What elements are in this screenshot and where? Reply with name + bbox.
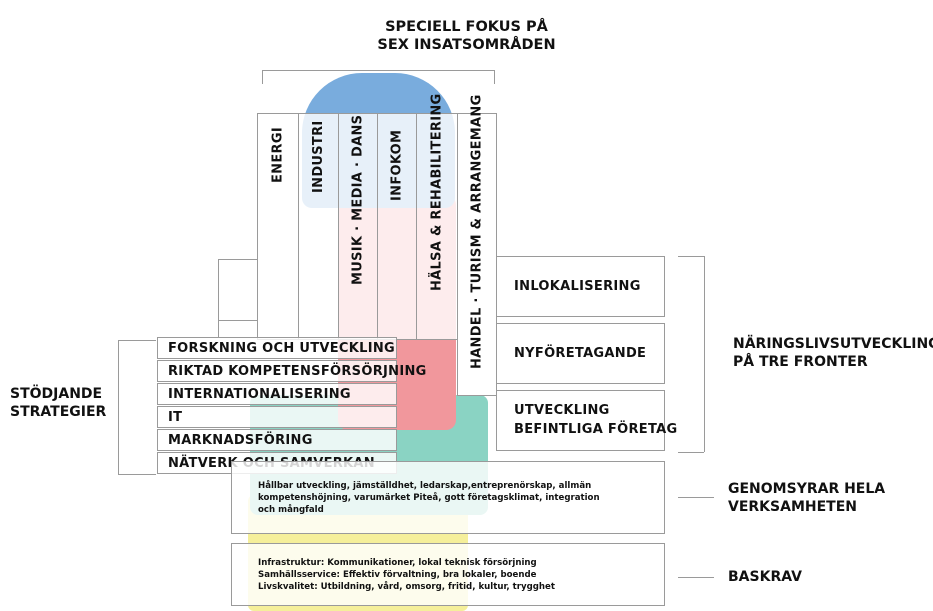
strategies-bracket-bottom — [118, 474, 156, 475]
front-label: BEFINTLIGA FÖRETAG — [514, 422, 678, 437]
permeates-title: GENOMSYRAR HELA VERKSAMHETEN — [728, 480, 885, 516]
side-box-lower — [218, 320, 258, 338]
strategy-label: INTERNATIONALISERING — [168, 387, 351, 402]
focus-column-industri — [298, 113, 339, 340]
front-label: UTVECKLING — [514, 403, 610, 418]
focus-label-industri: INDUSTRI — [311, 120, 326, 193]
focus-title: SPECIELL FOKUS PÅ SEX INSATSOMRÅDEN — [0, 18, 933, 54]
strategy-item: FORSKNING OCH UTVECKLING — [157, 337, 397, 359]
strategies-title-line2: STRATEGIER — [10, 404, 107, 420]
base-connector — [678, 577, 714, 578]
strategies-title: STÖDJANDE STRATEGIER — [10, 385, 110, 421]
base-line: Infrastruktur: Kommunikationer, lokal te… — [258, 558, 537, 568]
front-box-nyforetagande: NYFÖRETAGANDE — [496, 323, 665, 384]
title-bracket-left — [262, 70, 263, 84]
strategy-item: IT — [157, 406, 397, 428]
focus-label-handel: HANDEL · TURISM & ARRANGEMANG — [469, 94, 485, 369]
front-box-utveckling: UTVECKLING BEFINTLIGA FÖRETAG — [496, 390, 677, 451]
strategy-label: IT — [168, 410, 183, 425]
focus-label-musik: MUSIK · MEDIA · DANS — [350, 114, 366, 285]
strategy-item: INTERNATIONALISERING — [157, 383, 397, 405]
base-line: Samhällsservice: Effektiv förvaltning, b… — [258, 570, 537, 580]
front-label: INLOKALISERING — [514, 279, 641, 294]
fronts-title: NÄRINGSLIVSUTVECKLING PÅ TRE FRONTER — [733, 335, 933, 371]
front-box-inlokalisering: INLOKALISERING — [496, 256, 665, 317]
permeates-box: Hållbar utveckling, jämställdhet, ledars… — [231, 461, 665, 534]
strategy-label: FORSKNING OCH UTVECKLING — [168, 341, 396, 356]
strategy-label: RIKTAD KOMPETENSFÖRSÖRJNING — [168, 364, 427, 379]
fronts-bracket-top — [678, 256, 704, 257]
focus-title-line1: SPECIELL FOKUS PÅ — [385, 19, 548, 35]
fronts-bracket-bottom — [678, 452, 704, 453]
permeates-connector — [678, 497, 714, 498]
focus-column-infokom — [377, 113, 417, 340]
permeates-title-line2: VERKSAMHETEN — [728, 499, 857, 515]
strategies-title-line1: STÖDJANDE — [10, 386, 103, 402]
focus-label-halsa: HÄLSA & REHABILITERING — [429, 93, 445, 291]
focus-column-handel — [457, 113, 497, 396]
focus-column-halsa — [416, 113, 458, 340]
front-label: NYFÖRETAGANDE — [514, 346, 647, 361]
side-box-upper — [218, 259, 258, 321]
strategies-bracket-top — [118, 340, 156, 341]
base-title: BASKRAV — [728, 569, 802, 585]
permeates-text: Hållbar utveckling, jämställdhet, ledars… — [258, 480, 600, 516]
focus-label-infokom: INFOKOM — [389, 129, 405, 201]
strategy-item: RIKTAD KOMPETENSFÖRSÖRJNING — [157, 360, 426, 382]
permeates-title-line1: GENOMSYRAR HELA — [728, 481, 886, 497]
base-text: Infrastruktur: Kommunikationer, lokal te… — [258, 557, 555, 593]
strategies-bracket-left — [118, 340, 119, 474]
base-line: Livskvalitet: Utbildning, vård, omsorg, … — [258, 582, 555, 592]
strategy-label: MARKNADSFÖRING — [168, 433, 313, 448]
permeates-line: och mångfald — [258, 505, 324, 515]
permeates-line: kompetenshöjning, varumärket Piteå, gott… — [258, 493, 600, 503]
permeates-line: Hållbar utveckling, jämställdhet, ledars… — [258, 481, 592, 491]
title-bracket-top — [262, 70, 494, 71]
focus-title-line2: SEX INSATSOMRÅDEN — [377, 37, 556, 53]
strategy-item: MARKNADSFÖRING — [157, 429, 397, 451]
base-box: Infrastruktur: Kommunikationer, lokal te… — [231, 543, 665, 606]
fronts-title-line1: NÄRINGSLIVSUTVECKLING — [733, 336, 933, 352]
title-bracket-right — [494, 70, 495, 84]
fronts-bracket-right — [704, 256, 705, 452]
focus-column-energi — [257, 113, 299, 340]
focus-label-energi: ENERGI — [270, 127, 286, 183]
fronts-title-line2: PÅ TRE FRONTER — [733, 354, 868, 370]
